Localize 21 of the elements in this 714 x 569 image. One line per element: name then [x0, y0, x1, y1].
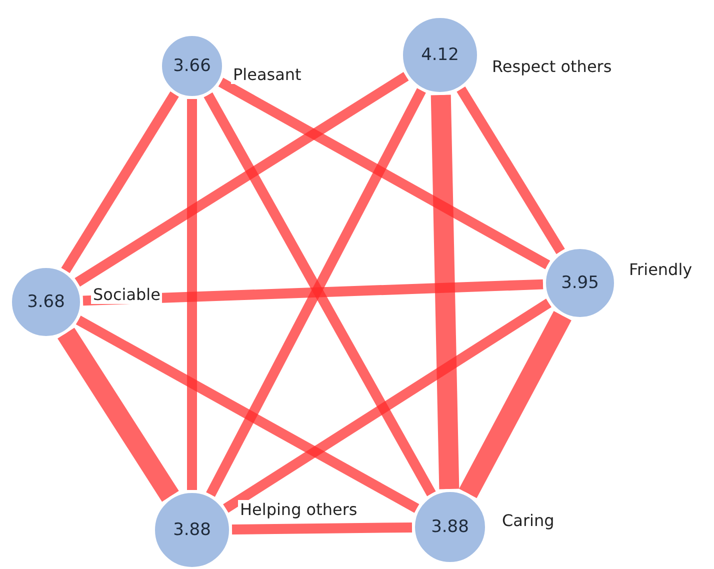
score-value: 3.88 — [431, 517, 469, 537]
connector-line — [430, 94, 460, 490]
score-value: 4.12 — [421, 45, 459, 65]
connector-line — [218, 78, 550, 270]
score-value: 3.88 — [173, 520, 211, 540]
connector-line — [74, 72, 409, 287]
connector-line — [82, 279, 544, 306]
connector-line — [61, 91, 179, 274]
connector-line — [58, 328, 179, 502]
score-value: 3.66 — [173, 56, 211, 76]
connector-line — [187, 99, 197, 490]
score-value: 3.68 — [27, 292, 65, 312]
connector-line — [456, 86, 565, 254]
trait-label: Helping others — [238, 500, 360, 519]
trait-label: Sociable — [91, 285, 162, 304]
connector-line — [232, 522, 412, 535]
connector-line — [459, 310, 572, 498]
trait-label: Pleasant — [231, 65, 304, 84]
score-value: 3.95 — [561, 273, 599, 293]
connector-line — [76, 316, 420, 513]
connector-line — [223, 298, 552, 513]
